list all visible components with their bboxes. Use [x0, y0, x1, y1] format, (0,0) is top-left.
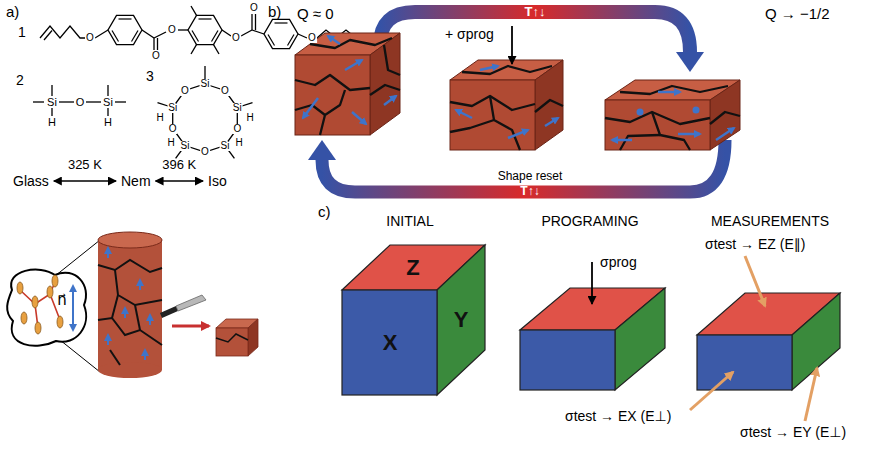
director-symbol: n⃗	[57, 291, 67, 308]
stage-title: PROGRAMING	[541, 213, 638, 229]
compound-number: 3	[146, 68, 154, 84]
atom-label: O	[85, 33, 95, 43]
atom-label: H	[155, 113, 164, 123]
axis-letter: Z	[406, 255, 419, 280]
transition-temperature: 325 K	[68, 158, 102, 173]
atom-label: O	[231, 33, 241, 43]
order-parameter: Q → −1/2	[765, 5, 830, 22]
atom-label: H	[234, 138, 243, 148]
atom-label: Si	[180, 141, 191, 151]
phase-node: Iso	[205, 171, 230, 191]
stage-title: MEASUREMENTS	[711, 213, 829, 229]
atom-label: Si	[46, 97, 58, 108]
phase-node: Glass	[10, 171, 52, 191]
compound-number: 1	[18, 24, 26, 40]
panel-letter: c)	[318, 203, 331, 220]
atom-label: O	[307, 33, 317, 43]
atom-label: O	[167, 25, 177, 35]
atom-label: O	[220, 86, 230, 96]
atom-label: O	[75, 97, 86, 108]
modulus-label: σtest → EZ (E∥)	[705, 236, 805, 252]
atom-label: Si	[102, 97, 114, 108]
axis-letter: X	[383, 330, 398, 355]
stress-label: + σprog	[445, 26, 494, 42]
atom-label: O	[200, 147, 210, 157]
transition-arrow	[54, 180, 116, 182]
atom-label: Si	[167, 103, 178, 113]
stage-title: INITIAL	[386, 213, 433, 229]
axis-letter: Y	[454, 307, 469, 332]
step-label: Shape reset	[498, 170, 563, 184]
atom-label: O	[249, 3, 259, 13]
order-parameter: Q ≈ 0	[297, 5, 334, 22]
atom-label: H	[47, 117, 57, 128]
atom-label: Si	[200, 79, 211, 89]
atom-label: O	[151, 51, 161, 61]
phase-name: Nem	[121, 173, 151, 189]
phase-name: Glass	[13, 173, 49, 189]
phase-name: Iso	[208, 173, 227, 189]
atom-label: Si	[220, 141, 231, 151]
temperature-label: T↑↓	[525, 5, 546, 20]
panel-letter: b)	[268, 3, 281, 20]
atom-label: H	[166, 138, 175, 148]
compound-number: 2	[16, 72, 24, 88]
atom-label: H	[103, 117, 113, 128]
modulus-label: σtest → EY (E⊥)	[740, 424, 846, 440]
modulus-label: σtest → EX (E⊥)	[565, 408, 671, 424]
atom-label: O	[232, 124, 242, 134]
transition-arrow	[156, 180, 203, 182]
panel-letter: a)	[6, 3, 19, 20]
atom-label: Si	[232, 103, 243, 113]
temperature-label: T↑↓	[520, 185, 539, 199]
phase-node: Nem	[118, 171, 154, 191]
atom-label: O	[168, 124, 178, 134]
atom-label: O	[180, 86, 190, 96]
stress-label: σprog	[600, 254, 637, 270]
atom-label: H	[245, 113, 254, 123]
transition-temperature: 396 K	[162, 158, 196, 173]
